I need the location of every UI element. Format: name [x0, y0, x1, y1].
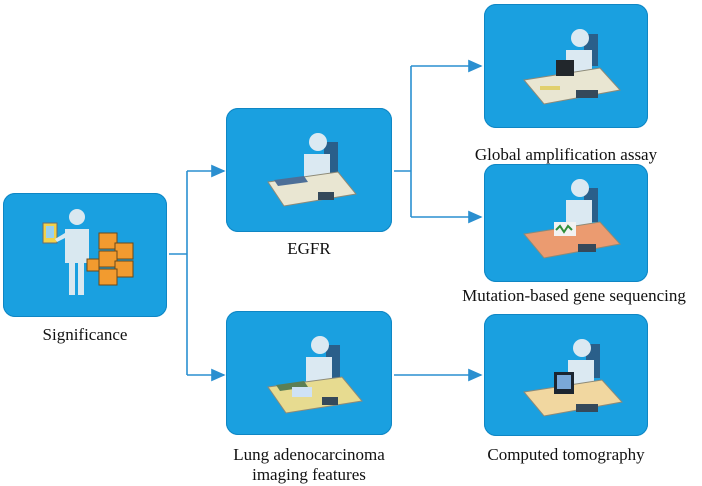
label-computed-tomography: Computed tomography — [487, 445, 645, 464]
label-lung-line2: imaging features — [252, 465, 366, 484]
person-with-boxes-icon — [42, 209, 134, 295]
label-mutation-sequencing: Mutation-based gene sequencing — [462, 286, 686, 305]
person-at-desk-icon — [523, 179, 621, 259]
node-egfr — [226, 108, 392, 232]
person-at-computer-icon — [523, 29, 621, 105]
label-significance: Significance — [42, 325, 128, 344]
label-lung-line1: Lung adenocarcinoma — [233, 445, 385, 464]
node-significance — [3, 193, 167, 317]
node-lung-adenocarcinoma — [226, 311, 392, 435]
person-at-desk-icon — [267, 336, 363, 414]
node-computed-tomography — [484, 314, 648, 436]
person-at-desk-icon — [267, 133, 357, 207]
node-global-amplification — [484, 4, 648, 128]
person-at-computer-icon — [523, 339, 623, 417]
label-egfr: EGFR — [287, 239, 331, 258]
label-global-amplification: Global amplification assay — [474, 145, 658, 164]
node-mutation-sequencing — [484, 164, 648, 282]
